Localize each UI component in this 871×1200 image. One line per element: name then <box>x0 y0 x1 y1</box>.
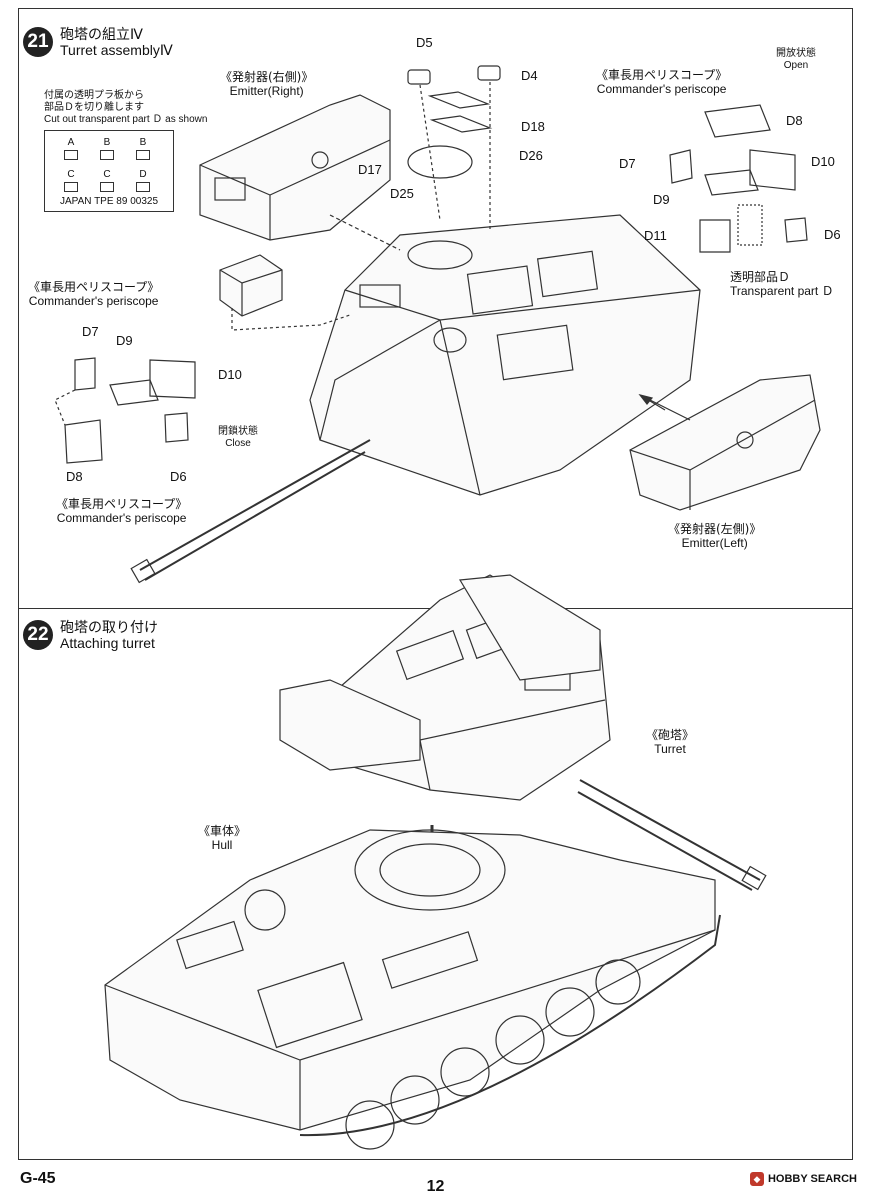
sheet-cell-d: D <box>133 169 153 192</box>
hull-label: 《車体》 Hull <box>198 824 247 852</box>
part-d7-top: D7 <box>619 156 636 171</box>
hull-drawing <box>104 829 721 1150</box>
transparent-sheet-diagram: A B B C C D JAPAN TPE 89 00325 <box>44 130 174 212</box>
emitter-left-drawing <box>629 374 821 511</box>
step21-arrows <box>638 393 666 411</box>
step-21-title-jp: 砲塔の組立Ⅳ <box>60 27 143 43</box>
part-d5: D5 <box>416 35 433 50</box>
cut-out-note-jp-2: 部品Ｄを切り離します <box>44 102 144 113</box>
periscope-open-drawing <box>669 104 808 253</box>
transparent-part-label: 透明部品Ｄ Transparent part Ｄ <box>730 270 834 298</box>
periscope-label-middle: 《車長用ペリスコープ》 Commander's periscope <box>28 280 160 308</box>
part-d10-top: D10 <box>811 154 835 169</box>
sheet-cell-b2: B <box>133 137 153 160</box>
open-state-label: 開放状態 Open <box>776 48 816 71</box>
periscope-close-drawing <box>54 357 196 464</box>
part-d9-top: D9 <box>653 192 670 207</box>
turret-label: 《砲塔》 Turret <box>646 728 695 756</box>
emitter-right-drawing <box>199 94 401 251</box>
part-d25: D25 <box>390 186 414 201</box>
emitter-left-label: 《発射器(左側)》 Emitter(Left) <box>668 522 762 550</box>
page-frame <box>18 8 853 1160</box>
periscope-label-bottom: 《車長用ペリスコープ》 Commander's periscope <box>56 497 188 525</box>
watermark-logo-icon: ◆ <box>749 1172 764 1186</box>
close-state-label: 閉鎖状態 Close <box>218 426 258 449</box>
periscope-label-top: 《車長用ペリスコープ》 Commander's periscope <box>596 68 728 96</box>
part-d8-top: D8 <box>786 113 803 128</box>
cut-out-note: 付属の透明プラ板から 部品Ｄを切り離します Cut out transparen… <box>44 90 207 126</box>
watermark-text: HOBBY SEARCH <box>767 1173 857 1185</box>
periscope-box-drawing <box>219 254 351 331</box>
page-number: 12 <box>426 1178 445 1195</box>
sheet-cell-b1: B <box>97 137 117 160</box>
part-d6-bottom: D6 <box>170 469 187 484</box>
step-22-title-jp: 砲塔の取り付け <box>60 620 158 636</box>
part-d17: D17 <box>358 162 382 177</box>
step-22-badge: 22 <box>23 620 53 650</box>
cut-out-note-jp-1: 付属の透明プラ板から <box>44 90 144 101</box>
step-22-title-en: Attaching turret <box>60 635 155 651</box>
sheet-cell-a: A <box>61 137 81 160</box>
sheet-code: JAPAN TPE 89 00325 <box>59 196 159 207</box>
watermark: ◆ HOBBY SEARCH <box>749 1172 857 1186</box>
hatch-parts-drawing <box>407 65 501 230</box>
turret-drawing-step21 <box>130 214 701 584</box>
sheet-cell-c2: C <box>97 169 117 192</box>
part-d8-bottom: D8 <box>66 469 83 484</box>
part-d18: D18 <box>521 119 545 134</box>
step-21-title-en: Turret assemblyⅣ <box>60 42 173 58</box>
part-d4: D4 <box>521 68 538 83</box>
part-d11: D11 <box>644 228 667 243</box>
part-d9-bottom: D9 <box>116 333 133 348</box>
part-d10-bottom: D10 <box>218 367 242 382</box>
part-d6-top: D6 <box>824 227 841 242</box>
part-d26: D26 <box>519 148 543 163</box>
step-21-badge: 21 <box>23 27 53 57</box>
cut-out-note-en: Cut out transparent part Ｄ as shown <box>44 114 208 125</box>
manual-code: G-45 <box>20 1170 56 1187</box>
emitter-right-label: 《発射器(右側)》 Emitter(Right) <box>220 70 314 98</box>
turret-drawing-step22 <box>279 574 767 891</box>
sheet-cell-c1: C <box>61 169 81 192</box>
part-d7-bottom: D7 <box>82 324 99 339</box>
